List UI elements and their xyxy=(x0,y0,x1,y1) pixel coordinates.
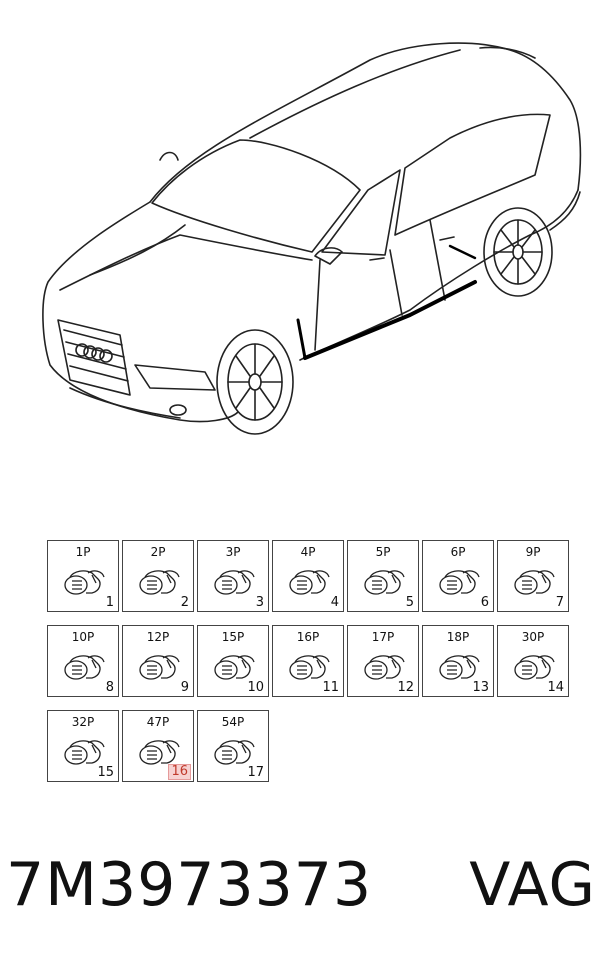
connector-index: 10 xyxy=(247,680,264,695)
connector-index: 15 xyxy=(97,765,114,780)
connector-row: 32P 15 47P 16 54P 17 xyxy=(47,710,577,782)
connector-icon xyxy=(289,655,330,680)
connector-pins-label: 10P xyxy=(71,630,95,644)
connector-index: 14 xyxy=(547,680,564,695)
connector-index: 12 xyxy=(397,680,414,695)
connector-pins-label: 5P xyxy=(375,545,391,559)
connector-grid: 1P 1 2P 2 3P 3 4P 4 5P 5 6P 6 xyxy=(47,540,577,795)
connector-row: 1P 1 2P 2 3P 3 4P 4 5P 5 6P 6 xyxy=(47,540,577,612)
connector-cell-15p[interactable]: 15P 10 xyxy=(197,625,269,697)
connector-cell-16p[interactable]: 16P 11 xyxy=(272,625,344,697)
connector-index: 1 xyxy=(105,595,114,610)
connector-pins-label: 12P xyxy=(146,630,170,644)
connector-icon xyxy=(364,655,405,680)
connector-index: 6 xyxy=(480,595,489,610)
connector-pins-label: 47P xyxy=(146,715,170,729)
connector-cell-3p[interactable]: 3P 3 xyxy=(197,540,269,612)
connector-pins-label: 32P xyxy=(71,715,95,729)
connector-icon xyxy=(364,570,405,595)
connector-icon xyxy=(139,570,180,595)
connector-index: 3 xyxy=(255,595,264,610)
connector-icon xyxy=(64,740,105,765)
connector-cell-10p[interactable]: 10P 8 xyxy=(47,625,119,697)
connector-cell-9p[interactable]: 9P 7 xyxy=(497,540,569,612)
connector-icon xyxy=(214,740,255,765)
connector-cell-17p[interactable]: 17P 12 xyxy=(347,625,419,697)
connector-pins-label: 17P xyxy=(371,630,395,644)
connector-pins-label: 54P xyxy=(221,715,245,729)
brand-label: VAG xyxy=(469,850,596,920)
connector-row: 10P 8 12P 9 15P 10 16P 11 17P 12 18P 13 xyxy=(47,625,577,697)
connector-pins-label: 9P xyxy=(525,545,541,559)
connector-index: 11 xyxy=(322,680,339,695)
connector-pins-label: 3P xyxy=(225,545,241,559)
connector-index: 2 xyxy=(180,595,189,610)
connector-pins-label: 2P xyxy=(150,545,166,559)
connector-cell-12p[interactable]: 12P 9 xyxy=(122,625,194,697)
connector-index: 17 xyxy=(247,765,264,780)
connector-icon xyxy=(139,655,180,680)
connector-cell-32p[interactable]: 32P 15 xyxy=(47,710,119,782)
connector-cell-4p[interactable]: 4P 4 xyxy=(272,540,344,612)
connector-pins-label: 18P xyxy=(446,630,470,644)
connector-icon xyxy=(514,655,555,680)
connector-icon xyxy=(214,655,255,680)
connector-index: 5 xyxy=(405,595,414,610)
connector-pins-label: 15P xyxy=(221,630,245,644)
connector-icon xyxy=(514,570,555,595)
car-illustration xyxy=(42,42,582,435)
part-number-banner: 7M3973373 VAG xyxy=(6,845,596,925)
connector-icon xyxy=(214,570,255,595)
connector-index: 7 xyxy=(555,595,564,610)
part-number: 7M3973373 xyxy=(6,850,373,920)
connector-pins-label: 16P xyxy=(296,630,320,644)
connector-icon xyxy=(439,570,480,595)
connector-cell-1p[interactable]: 1P 1 xyxy=(47,540,119,612)
connector-cell-47p[interactable]: 47P 16 xyxy=(122,710,194,782)
connector-icon xyxy=(439,655,480,680)
connector-pins-label: 30P xyxy=(521,630,545,644)
connector-index: 8 xyxy=(105,680,114,695)
connector-cell-2p[interactable]: 2P 2 xyxy=(122,540,194,612)
connector-pins-label: 6P xyxy=(450,545,466,559)
connector-index-highlighted: 16 xyxy=(168,764,191,780)
connector-pins-label: 4P xyxy=(300,545,316,559)
connector-icon xyxy=(139,740,180,765)
connector-cell-6p[interactable]: 6P 6 xyxy=(422,540,494,612)
connector-cell-30p[interactable]: 30P 14 xyxy=(497,625,569,697)
connector-index: 13 xyxy=(472,680,489,695)
connector-cell-54p[interactable]: 54P 17 xyxy=(197,710,269,782)
connector-icon xyxy=(64,655,105,680)
connector-icon xyxy=(289,570,330,595)
connector-icon xyxy=(64,570,105,595)
connector-pins-label: 1P xyxy=(75,545,91,559)
connector-index: 4 xyxy=(330,595,339,610)
connector-cell-18p[interactable]: 18P 13 xyxy=(422,625,494,697)
connector-index: 9 xyxy=(180,680,189,695)
connector-cell-5p[interactable]: 5P 5 xyxy=(347,540,419,612)
